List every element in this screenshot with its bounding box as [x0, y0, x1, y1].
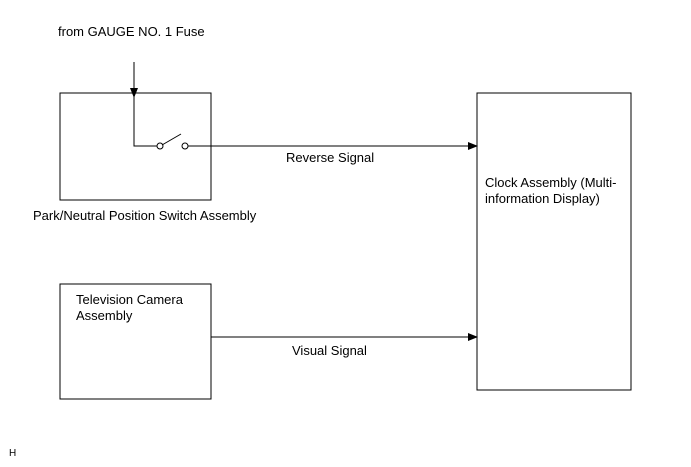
tv-camera-box: [59, 283, 212, 400]
fuse-source-label: from GAUGE NO. 1 Fuse: [58, 24, 205, 39]
tv-camera-label: Television Camera Assembly: [76, 292, 183, 323]
switch-contact-right: [181, 142, 189, 150]
switch-internal-wire: [133, 93, 157, 147]
switch-contact-left: [156, 142, 164, 150]
clock-assembly-label: Clock Assembly (Multi-information Displa…: [485, 175, 617, 206]
switch-blade: [161, 133, 182, 146]
park-neutral-switch-label: Park/Neutral Position Switch Assembly: [33, 208, 257, 223]
corner-mark: H: [9, 448, 17, 459]
clock-assembly-box: [476, 92, 632, 391]
visual-signal-label: Visual Signal: [292, 343, 367, 358]
reverse-signal-label: Reverse Signal: [286, 150, 375, 165]
